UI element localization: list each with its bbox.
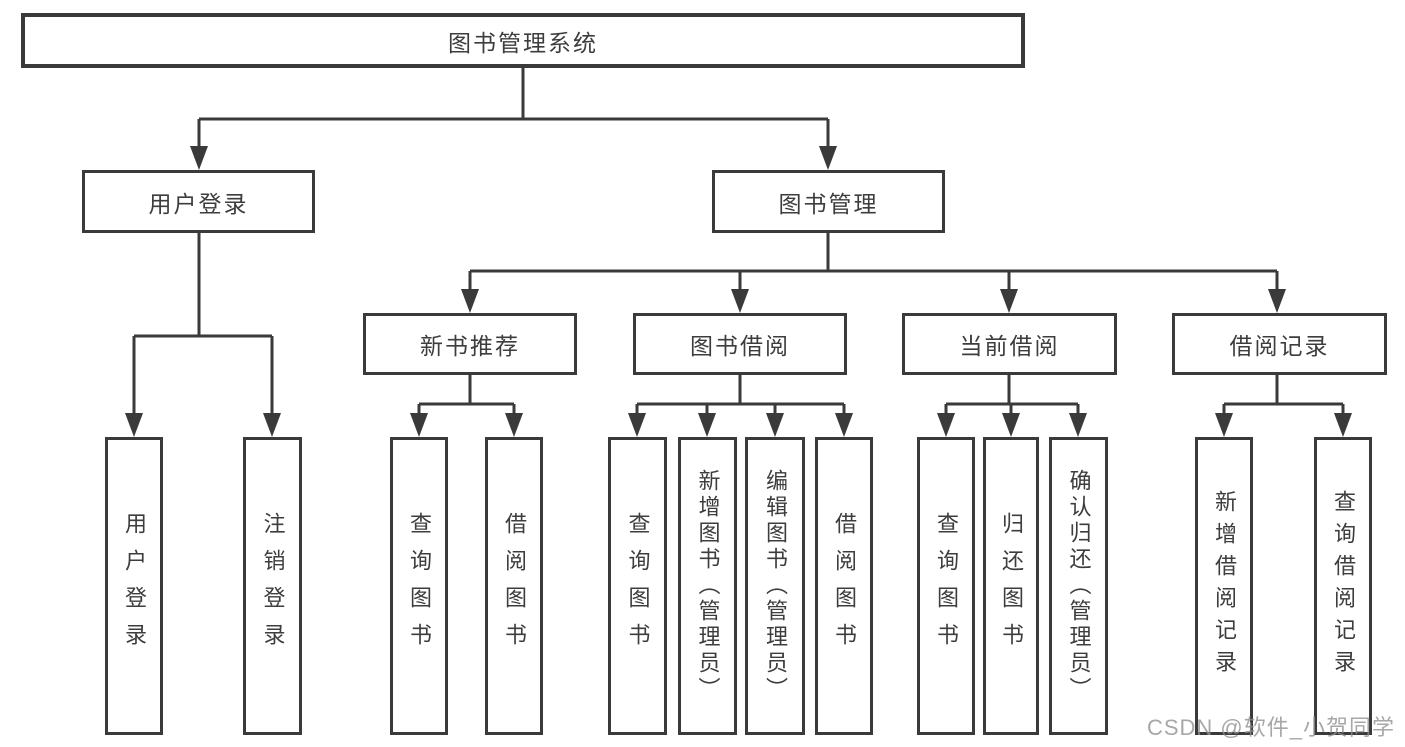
- node-user-login: 用户登录: [82, 170, 315, 233]
- node-borrowing-records-label: 借阅记录: [1229, 333, 1330, 359]
- node-book-borrowing: 图书借阅: [633, 313, 847, 375]
- leaf-query-books-current: 查询图书: [917, 437, 975, 735]
- leaf-add-borrow-record: 新增借阅记录: [1195, 437, 1253, 735]
- leaf-user-login-label: 用户登录: [122, 512, 147, 660]
- leaf-query-books-current-label: 查询图书: [934, 512, 959, 660]
- leaf-query-books-borrowing-label: 查询图书: [625, 512, 651, 660]
- node-library-system-label: 图书管理系统: [448, 29, 598, 56]
- leaf-query-borrow-record: 查询借阅记录: [1314, 437, 1372, 735]
- leaf-borrow-books: 借阅图书: [815, 437, 873, 735]
- leaf-return-books-label: 归还图书: [999, 512, 1024, 660]
- leaf-confirm-return-admin-label: 确认归还（管理员）: [1066, 469, 1092, 703]
- leaf-user-login: 用户登录: [105, 437, 163, 735]
- arrowheads-records-leaves: [1215, 413, 1352, 437]
- leaf-add-borrow-record-label: 新增借阅记录: [1212, 490, 1237, 682]
- node-book-borrowing-label: 图书借阅: [690, 333, 790, 359]
- node-user-login-label: 用户登录: [148, 190, 249, 217]
- node-current-borrowing: 当前借阅: [902, 313, 1117, 375]
- node-book-management: 图书管理: [712, 170, 945, 233]
- node-book-management-label: 图书管理: [778, 190, 879, 217]
- connector-bookmgmt-to-level3: [468, 233, 1279, 298]
- leaf-edit-books-admin-label: 编辑图书（管理员）: [763, 469, 788, 703]
- connector-userlogin-to-leaves: [132, 233, 274, 420]
- leaf-borrow-books-label: 借阅图书: [832, 512, 857, 660]
- node-new-book-recommend-label: 新书推荐: [420, 333, 520, 359]
- connector-borrow-to-leaves: [635, 375, 846, 422]
- leaf-return-books: 归还图书: [983, 437, 1039, 735]
- node-current-borrowing-label: 当前借阅: [959, 333, 1060, 359]
- arrowheads-borrow-leaves: [628, 413, 853, 437]
- connector-root-to-level2: [197, 68, 830, 152]
- leaf-logout-label: 注销登录: [260, 512, 286, 660]
- arrowheads-level3: [461, 289, 1286, 313]
- node-library-system: 图书管理系统: [21, 13, 1025, 68]
- leaf-add-books-admin-label: 新增图书（管理员）: [695, 469, 721, 703]
- leaf-query-books-borrowing: 查询图书: [608, 437, 667, 735]
- leaf-borrow-books-recommend-label: 借阅图书: [502, 512, 527, 660]
- arrowheads-current-leaves: [937, 413, 1087, 437]
- arrowheads-userlogin-leaves: [125, 413, 281, 437]
- leaf-confirm-return-admin: 确认归还（管理员）: [1049, 437, 1108, 735]
- leaf-borrow-books-recommend: 借阅图书: [485, 437, 543, 735]
- arrowheads-newrec-leaves: [410, 413, 523, 437]
- leaf-query-books-recommend-label: 查询图书: [407, 512, 432, 660]
- leaf-query-books-recommend: 查询图书: [390, 437, 448, 735]
- connector-newrec-to-leaves: [417, 375, 516, 422]
- node-borrowing-records: 借阅记录: [1172, 313, 1387, 375]
- leaf-logout: 注销登录: [243, 437, 302, 735]
- leaf-query-borrow-record-label: 查询借阅记录: [1331, 490, 1356, 682]
- arrowheads-level2: [190, 146, 837, 170]
- connector-records-to-leaves: [1222, 375, 1345, 422]
- leaf-add-books-admin: 新增图书（管理员）: [678, 437, 737, 735]
- node-new-book-recommend: 新书推荐: [363, 313, 577, 375]
- leaf-edit-books-admin: 编辑图书（管理员）: [745, 437, 805, 735]
